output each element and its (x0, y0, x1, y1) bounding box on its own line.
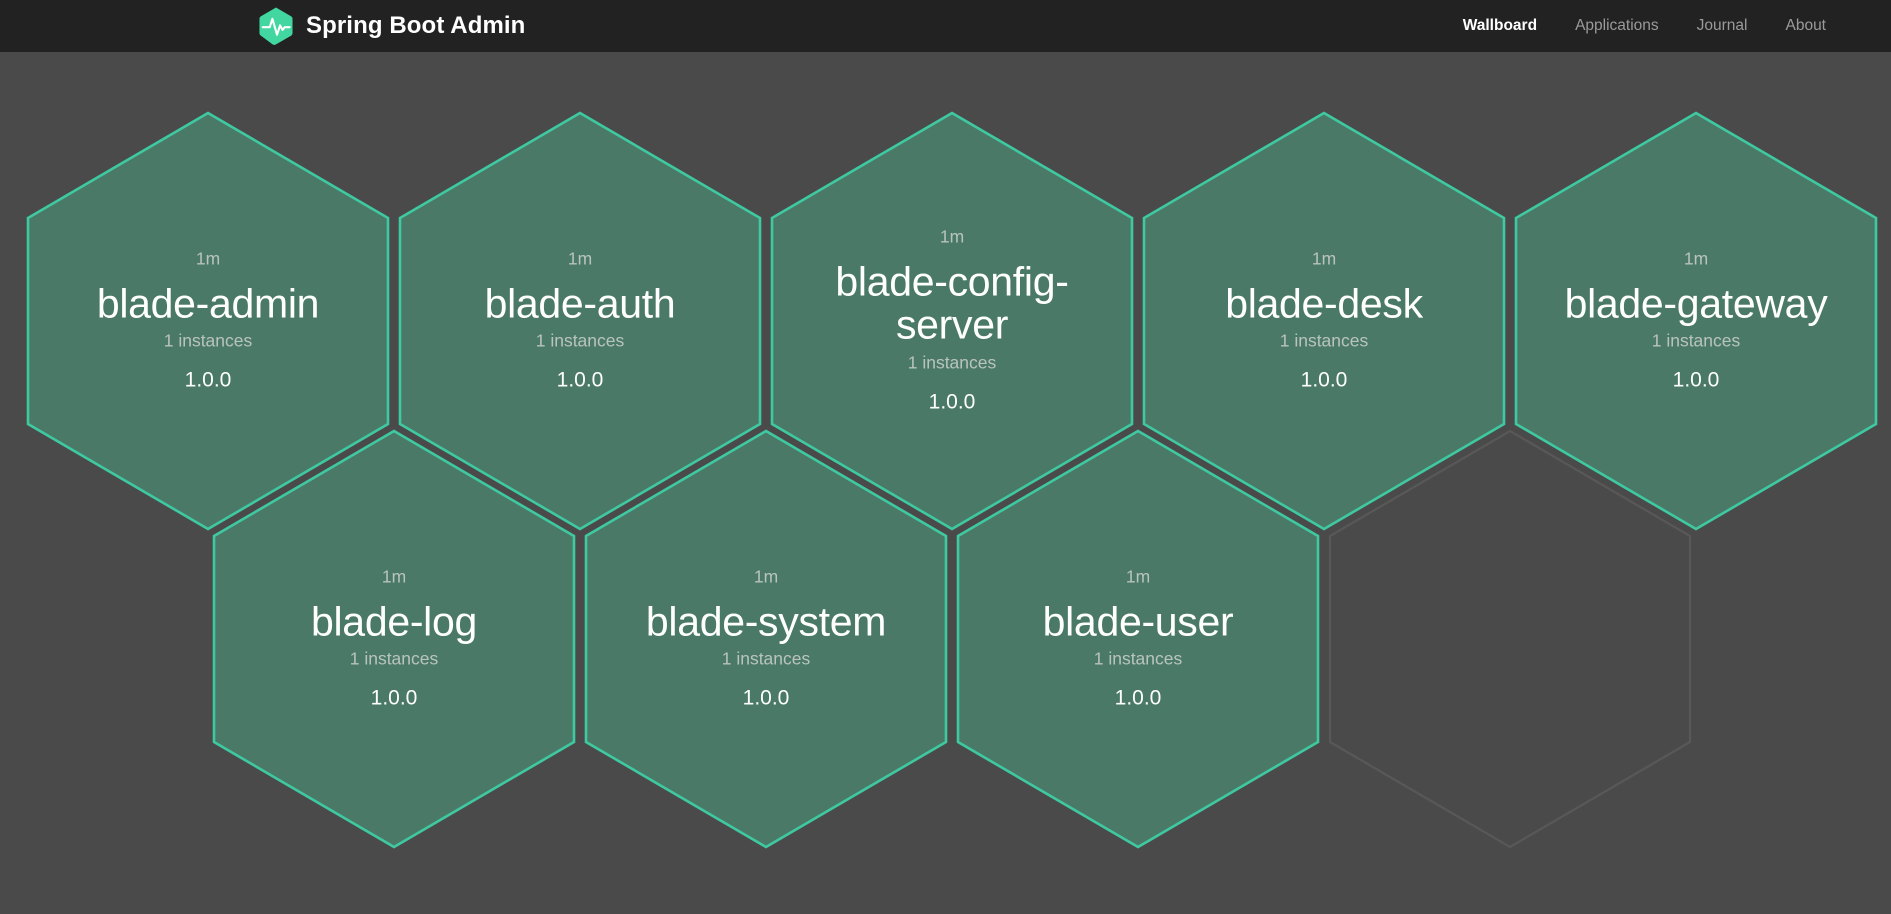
application-hex-empty-slot (1327, 428, 1693, 850)
nav-link-journal[interactable]: Journal (1696, 17, 1748, 34)
brand-home-link[interactable]: Spring Boot Admin (257, 6, 525, 46)
hexagon-shape (770, 111, 1134, 531)
nav-link-wallboard[interactable]: Wallboard (1462, 17, 1538, 34)
top-navigation-bar: Spring Boot Admin Wallboard Applications… (0, 0, 1891, 52)
hexagon-shape (584, 429, 948, 849)
hexagon-shape (1514, 111, 1878, 531)
primary-nav: Wallboard Applications Journal About (1444, 17, 1845, 35)
heartbeat-hexagon-icon (257, 6, 295, 46)
hexagon-shape (212, 429, 576, 849)
nav-link-about[interactable]: About (1785, 17, 1826, 34)
nav-link-applications[interactable]: Applications (1575, 17, 1659, 34)
hexagon-shape (1142, 111, 1506, 531)
hexagon-shape (26, 111, 390, 531)
hexagon-shape (1328, 429, 1692, 849)
hexagon-shape (398, 111, 762, 531)
hexagon-shape (956, 429, 1320, 849)
brand-title: Spring Boot Admin (306, 12, 526, 39)
